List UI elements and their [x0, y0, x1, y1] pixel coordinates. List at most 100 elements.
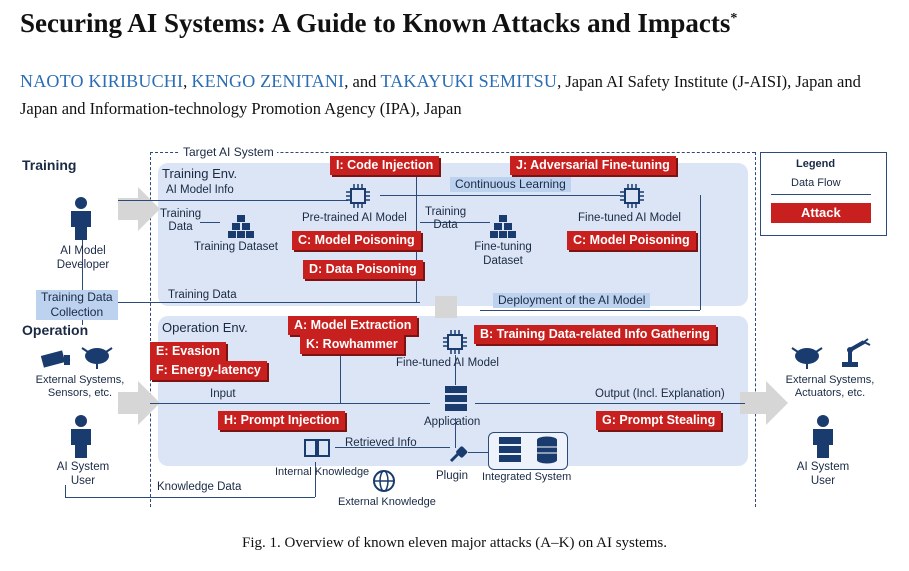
flow-line [65, 485, 66, 497]
integrated-system-label: Integrated System [482, 471, 572, 483]
flow-line [315, 462, 316, 497]
flow-arrow-body [118, 392, 138, 414]
target-system-label: Target AI System [180, 145, 277, 159]
attack-k-rowhammer: K: Rowhammer [300, 335, 404, 354]
ai-chip-icon [620, 184, 644, 208]
output-label: Output (Incl. Explanation) [595, 388, 725, 400]
flow-line [118, 200, 348, 201]
user-person-icon [71, 415, 91, 458]
flow-arrow-head [766, 381, 788, 425]
operation-env-label: Operation Env. [162, 320, 248, 335]
flow-arrow-head [138, 187, 160, 231]
attack-g-prompt-stealing: G: Prompt Stealing [596, 411, 722, 430]
attack-d-data-poisoning: D: Data Poisoning [303, 260, 423, 279]
legend: Legend Data Flow Attack [760, 152, 887, 236]
cloud-network-icon [791, 347, 823, 369]
server-rack-icon [499, 437, 521, 462]
training-data-label: Training Data [160, 208, 202, 233]
cloud-network-icon [81, 347, 113, 369]
ai-system-user-label: AI System User [56, 461, 110, 487]
target-system-boundary-right [755, 152, 756, 507]
robot-arm-icon [842, 338, 871, 367]
training-data-collection-label: Training Data Collection [36, 290, 118, 320]
flow-line [475, 403, 745, 404]
legend-flow-line [771, 194, 871, 195]
finetuned-model-op-label: Fine-tuned AI Model [396, 357, 499, 369]
flow-line [700, 195, 701, 310]
training-data-bottom-label: Training Data [168, 289, 237, 301]
training-dataset-label: Training Dataset [194, 241, 278, 253]
ai-system-user-output-label: AI System User [796, 461, 850, 487]
flow-arrow-body [740, 392, 766, 414]
paper-title: Securing AI Systems: A Guide to Known At… [20, 8, 738, 38]
database-icon [537, 436, 557, 464]
flow-line [65, 497, 315, 498]
user-person-icon [813, 415, 833, 458]
training-data-label-2: Training Data [425, 206, 467, 231]
legend-title: Legend [796, 158, 836, 170]
operation-heading: Operation [22, 322, 89, 338]
application-server-icon [445, 386, 467, 411]
flow-line [420, 222, 490, 223]
deploy-arrow-body [435, 296, 457, 318]
attack-j-adversarial-finetuning: J: Adversarial Fine-tuning [510, 156, 676, 175]
flow-line [480, 310, 700, 311]
legend-attack-label: Attack [801, 205, 841, 220]
author-name: TAKAYUKI SEMITSU [380, 71, 558, 91]
target-system-boundary-left [150, 152, 151, 507]
attack-a-model-extraction: A: Model Extraction [288, 316, 418, 335]
ai-model-info-label: AI Model Info [166, 184, 234, 196]
application-label: Application [424, 416, 481, 428]
figure-caption: Fig. 1. Overview of known eleven major a… [242, 535, 667, 551]
target-system-boundary [150, 152, 755, 153]
developer-person-icon [71, 197, 91, 240]
attack-b-training-data-info-gathering: B: Training Data-related Info Gathering [474, 325, 716, 344]
flow-line [150, 403, 430, 404]
flow-arrow-head [138, 381, 160, 425]
legend-flow-label: Data Flow [791, 177, 841, 189]
flow-line [455, 355, 456, 385]
legend-attack-swatch [771, 203, 871, 223]
dataset-cubes-icon [490, 215, 516, 238]
book-icon [304, 439, 330, 457]
ai-model-developer-label: AI Model Developer [56, 245, 110, 271]
dataset-cubes-icon [228, 215, 254, 238]
flow-line [110, 302, 420, 303]
affiliation: , Japan AI Safety Institute (J-AISI), Ja… [20, 72, 861, 118]
internal-knowledge-label: Internal Knowledge [275, 466, 370, 478]
pretrained-model-label: Pre-trained AI Model [302, 212, 407, 224]
flow-line [468, 452, 490, 453]
training-heading: Training [22, 157, 77, 173]
attack-f-energy-latency: F: Energy-latency [150, 361, 267, 380]
deployment-label: Deployment of the AI Model [493, 293, 651, 308]
plugin-icon [449, 446, 468, 463]
finetuned-model-label: Fine-tuned AI Model [578, 212, 681, 224]
globe-icon [373, 470, 395, 492]
attack-e-evasion: E: Evasion [150, 342, 226, 361]
finetuning-dataset-label: Fine-tuning Dataset [474, 241, 532, 267]
flow-line [335, 447, 450, 448]
flow-arrow-body [118, 198, 138, 220]
external-systems-output-label: External Systems, Actuators, etc. [785, 374, 875, 399]
external-systems-input-label: External Systems, Sensors, etc. [35, 374, 125, 399]
flow-line [82, 240, 83, 325]
sensor-camera-icon [40, 350, 70, 368]
flow-line [200, 222, 220, 223]
author-name: NAOTO KIRIBUCHI [20, 71, 184, 91]
attack-c-model-poisoning: C: Model Poisoning [567, 231, 696, 250]
attack-i-code-injection: I: Code Injection [330, 156, 440, 175]
plugin-label: Plugin [436, 470, 468, 482]
flow-line [380, 195, 620, 196]
ai-chip-icon [443, 330, 467, 354]
retrieved-info-label: Retrieved Info [345, 437, 417, 449]
author-line: NAOTO KIRIBUCHI, KENGO ZENITANI, and TAK… [20, 71, 861, 118]
flow-line [340, 330, 341, 403]
ai-chip-icon [346, 184, 370, 208]
flow-line [455, 418, 456, 448]
continuous-learning-label: Continuous Learning [450, 177, 571, 192]
external-knowledge-label: External Knowledge [338, 496, 436, 508]
author-name: KENGO ZENITANI [191, 71, 345, 91]
attack-h-prompt-injection: H: Prompt Injection [218, 411, 346, 430]
